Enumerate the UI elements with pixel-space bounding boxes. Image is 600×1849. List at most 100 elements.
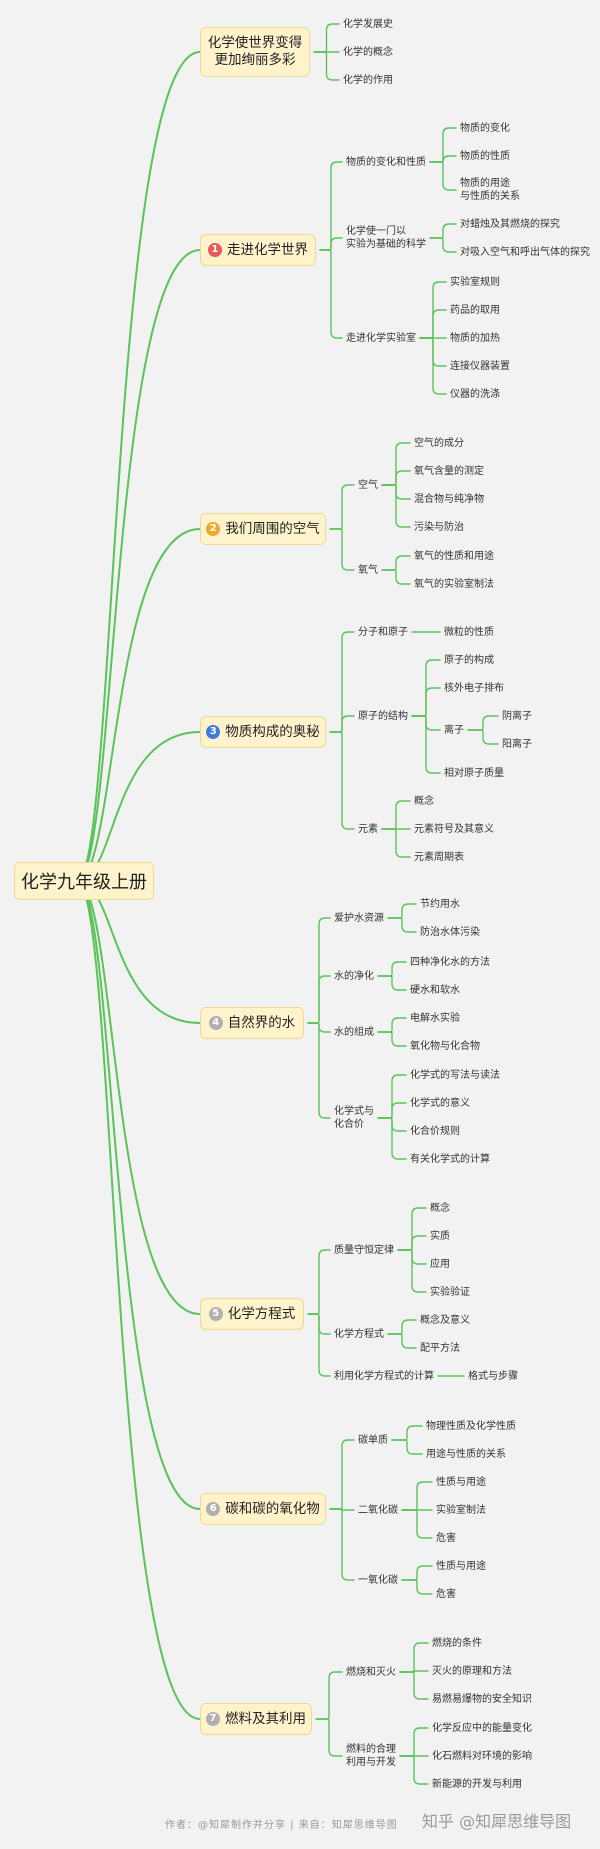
topic-c1-b[interactable]: 化学使一门以实验为基础的科学 [346, 225, 426, 251]
topic-c3-c1[interactable]: 概念 [414, 795, 434, 808]
topic-c6-a[interactable]: 碳单质 [358, 1434, 388, 1447]
topic-label: 二氧化碳 [358, 1504, 398, 1516]
topic-c6-c1[interactable]: 性质与用途 [436, 1560, 486, 1573]
topic-c5-b1[interactable]: 概念及意义 [420, 1314, 470, 1327]
topic-c7-b3[interactable]: 新能源的开发与利用 [432, 1778, 522, 1791]
chapter-0[interactable]: 化学使世界变得更加绚丽多彩 [200, 27, 310, 77]
topic-label: 化合价 [334, 1119, 364, 1130]
topic-c5-b2[interactable]: 配平方法 [420, 1342, 460, 1355]
topic-c2-b2[interactable]: 氧气的实验室制法 [414, 578, 494, 591]
topic-c1-c[interactable]: 走进化学实验室 [346, 332, 416, 345]
topic-c4-d[interactable]: 化学式与化合价 [334, 1105, 374, 1131]
topic-c6-b2[interactable]: 实验室制法 [436, 1504, 486, 1517]
topic-c4-b[interactable]: 水的净化 [334, 970, 374, 983]
topic-c3-b4[interactable]: 相对原子质量 [444, 767, 504, 780]
topic-c7-b2[interactable]: 化石燃料对环境的影响 [432, 1750, 532, 1763]
topic-c6-c[interactable]: 一氧化碳 [358, 1574, 398, 1587]
topic-c6-b1[interactable]: 性质与用途 [436, 1476, 486, 1489]
topic-c4-d3[interactable]: 化合价规则 [410, 1125, 460, 1138]
topic-c6-c2[interactable]: 危害 [436, 1588, 456, 1601]
topic-c4-d2[interactable]: 化学式的意义 [410, 1097, 470, 1110]
topic-c7-a3[interactable]: 易燃易爆物的安全知识 [432, 1693, 532, 1706]
topic-c1-c4[interactable]: 连接仪器装置 [450, 360, 510, 373]
topic-c1-c3[interactable]: 物质的加热 [450, 332, 500, 345]
topic-c1-b2[interactable]: 对吸入空气和呼出气体的探究 [460, 246, 590, 259]
topic-c4-d4[interactable]: 有关化学式的计算 [410, 1153, 490, 1166]
topic-c0-c[interactable]: 化学的作用 [343, 74, 393, 87]
topic-c0-a[interactable]: 化学发展史 [343, 18, 393, 31]
branch-connector [381, 484, 411, 528]
topic-c1-c1[interactable]: 实验室规则 [450, 276, 500, 289]
topic-c7-a2[interactable]: 灭火的原理和方法 [432, 1665, 512, 1678]
topic-c4-d1[interactable]: 化学式的写法与读法 [410, 1069, 500, 1082]
topic-label: 仪器的洗涤 [450, 388, 500, 400]
topic-c4-a[interactable]: 爱护水资源 [334, 912, 384, 925]
topic-c1-a[interactable]: 物质的变化和性质 [346, 156, 426, 169]
topic-c5-b[interactable]: 化学方程式 [334, 1328, 384, 1341]
topic-c2-a1[interactable]: 空气的成分 [414, 437, 464, 450]
topic-c3-c3[interactable]: 元素周期表 [414, 851, 464, 864]
topic-c2-a4[interactable]: 污染与防治 [414, 521, 464, 534]
topic-c1-c2[interactable]: 药品的取用 [450, 304, 500, 317]
topic-c4-b2[interactable]: 硬水和软水 [410, 984, 460, 997]
topic-c1-a1[interactable]: 物质的变化 [460, 122, 510, 135]
topic-c3-b3a[interactable]: 阴离子 [502, 710, 532, 723]
topic-label: 阴离子 [502, 710, 532, 722]
topic-c3-b3b[interactable]: 阳离子 [502, 738, 532, 751]
topic-c4-c[interactable]: 水的组成 [334, 1026, 374, 1039]
branch-connector [381, 569, 411, 585]
topic-c1-b1[interactable]: 对蜡烛及其燃烧的探究 [460, 218, 560, 231]
topic-c0-b[interactable]: 化学的概念 [343, 46, 393, 59]
topic-c3-c[interactable]: 元素 [358, 823, 378, 836]
topic-c5-a4[interactable]: 实验验证 [430, 1286, 470, 1299]
topic-c4-b1[interactable]: 四种净化水的方法 [410, 956, 490, 969]
topic-label: 物质的用途 [460, 178, 510, 189]
topic-label: 一氧化碳 [358, 1574, 398, 1586]
topic-c2-a2[interactable]: 氧气含量的测定 [414, 465, 484, 478]
topic-c3-b[interactable]: 原子的结构 [358, 710, 408, 723]
topic-c5-a2[interactable]: 实质 [430, 1230, 450, 1243]
topic-c6-a2[interactable]: 用途与性质的关系 [426, 1448, 506, 1461]
topic-c1-c5[interactable]: 仪器的洗涤 [450, 388, 500, 401]
topic-c4-c1[interactable]: 电解水实验 [410, 1012, 460, 1025]
topic-c4-c2[interactable]: 氧化物与化合物 [410, 1040, 480, 1053]
topic-c3-b2[interactable]: 核外电子排布 [444, 682, 504, 695]
topic-c3-a[interactable]: 分子和原子 [358, 626, 408, 639]
topic-c2-a3[interactable]: 混合物与纯净物 [414, 493, 484, 506]
topic-c3-c2[interactable]: 元素符号及其意义 [414, 823, 494, 836]
topic-c2-b1[interactable]: 氧气的性质和用途 [414, 550, 494, 563]
topic-c5-a3[interactable]: 应用 [430, 1258, 450, 1271]
chapter-number-badge: 4 [208, 1016, 223, 1030]
topic-c4-a1[interactable]: 节约用水 [420, 898, 460, 911]
topic-c2-b[interactable]: 氧气 [358, 564, 378, 577]
branch-connector [319, 249, 343, 339]
topic-c1-a3[interactable]: 物质的用途与性质的关系 [460, 177, 520, 203]
topic-c3-b1[interactable]: 原子的构成 [444, 654, 494, 667]
topic-c5-c1[interactable]: 格式与步骤 [468, 1370, 518, 1383]
root-topic[interactable]: 化学九年级上册 [14, 862, 154, 900]
topic-c1-a2[interactable]: 物质的性质 [460, 150, 510, 163]
topic-c3-b3[interactable]: 离子 [444, 724, 464, 737]
topic-c7-b1[interactable]: 化学反应中的能量变化 [432, 1722, 532, 1735]
topic-c7-a[interactable]: 燃烧和灭火 [346, 1666, 396, 1679]
topic-c6-b3[interactable]: 危害 [436, 1532, 456, 1545]
topic-c5-a[interactable]: 质量守恒定律 [334, 1244, 394, 1257]
topic-label: 物质的性质 [460, 150, 510, 162]
topic-c7-a1[interactable]: 燃烧的条件 [432, 1637, 482, 1650]
topic-label: 氧气 [358, 564, 378, 576]
topic-c5-a1[interactable]: 概念 [430, 1202, 450, 1215]
topic-c3-a1[interactable]: 微粒的性质 [444, 626, 494, 639]
topic-c6-a1[interactable]: 物理性质及化学性质 [426, 1420, 516, 1433]
topic-c7-b[interactable]: 燃料的合理利用与开发 [346, 1743, 396, 1769]
topic-c6-b[interactable]: 二氧化碳 [358, 1504, 398, 1517]
topic-c4-a2[interactable]: 防治水体污染 [420, 926, 480, 939]
topic-c2-a[interactable]: 空气 [358, 479, 378, 492]
topic-c5-c[interactable]: 利用化学方程式的计算 [334, 1370, 434, 1383]
